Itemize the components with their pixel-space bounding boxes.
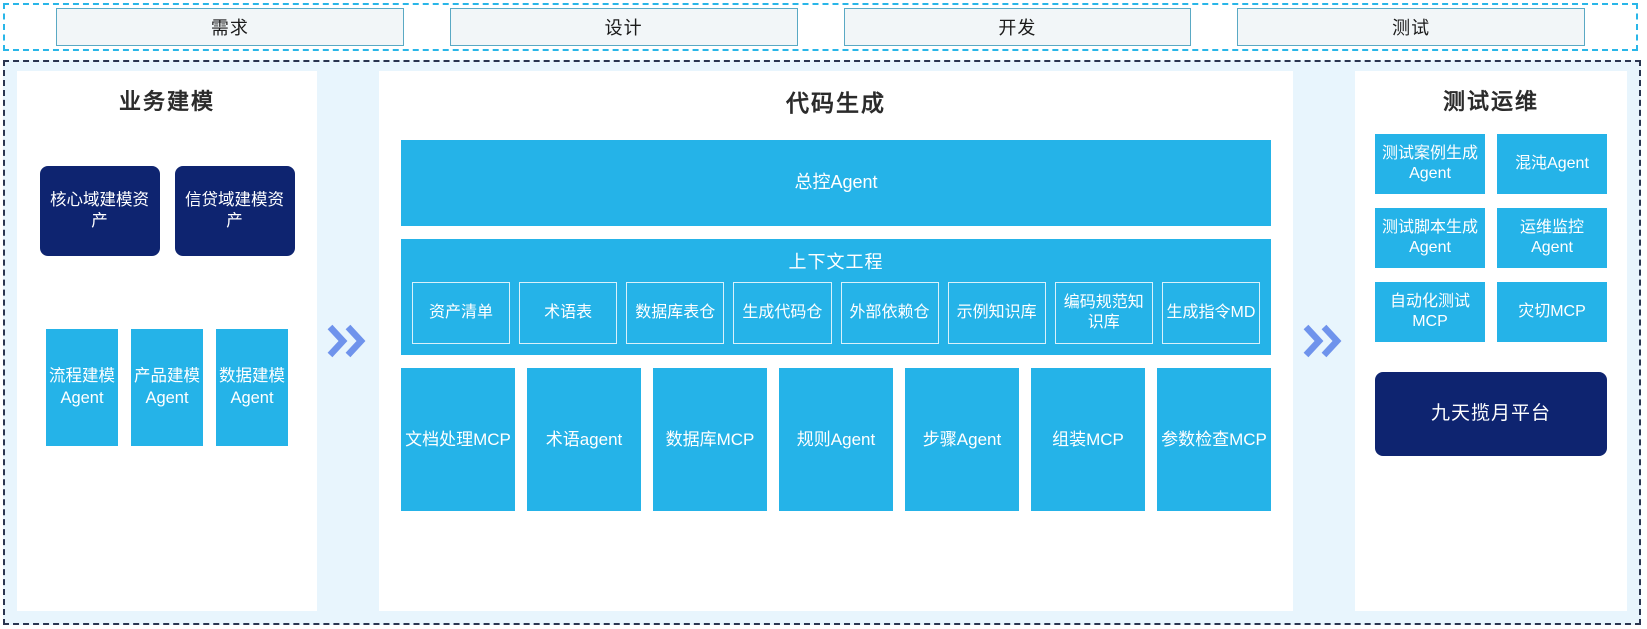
tool-step-agent[interactable]: 步骤Agent: [905, 368, 1019, 511]
tool-parameter-check-mcp[interactable]: 参数检查MCP: [1157, 368, 1271, 511]
test-operations-grid: 测试案例生成Agent 混沌Agent 测试脚本生成Agent 运维监控Agen…: [1375, 134, 1607, 342]
agent-process-modeling[interactable]: 流程建模Agent: [46, 329, 118, 446]
code-generation-tools-row: 文档处理MCP 术语agent 数据库MCP 规则Agent 步骤Agent 组…: [401, 368, 1271, 511]
agent-product-modeling[interactable]: 产品建模Agent: [131, 329, 203, 446]
agent-test-script-generation[interactable]: 测试脚本生成Agent: [1375, 208, 1485, 268]
context-item-coding-standard-kb[interactable]: 编码规范知识库: [1054, 282, 1153, 344]
agent-ops-monitoring[interactable]: 运维监控Agent: [1497, 208, 1607, 268]
double-chevron-right-icon-right: [1293, 71, 1355, 611]
business-assets-row: 核心域建模资产 信贷域建模资产: [39, 166, 295, 256]
modeling-agents-row: 流程建模Agent 产品建模Agent 数据建模Agent: [46, 329, 288, 446]
agent-chaos[interactable]: 混沌Agent: [1497, 134, 1607, 194]
panel-title-business-modeling: 业务建模: [118, 89, 215, 114]
tool-document-processing-mcp[interactable]: 文档处理MCP: [401, 368, 515, 511]
agent-data-modeling[interactable]: 数据建模Agent: [216, 329, 288, 446]
context-item-asset-list[interactable]: 资产清单: [412, 282, 511, 344]
context-item-db-table-repo[interactable]: 数据库表仓: [626, 282, 725, 344]
tool-glossary-agent[interactable]: 术语agent: [527, 368, 641, 511]
context-item-generated-code-repo[interactable]: 生成代码仓: [733, 282, 832, 344]
phase-chip-requirements[interactable]: 需求: [56, 8, 404, 46]
platform-jiutian-lanyue[interactable]: 九天揽月平台: [1375, 372, 1607, 456]
context-engineering-title: 上下文工程: [788, 252, 884, 272]
tool-database-mcp[interactable]: 数据库MCP: [653, 368, 767, 511]
tool-rule-agent[interactable]: 规则Agent: [779, 368, 893, 511]
context-engineering-items: 资产清单 术语表 数据库表仓 生成代码仓 外部依赖仓 示例知识库 编码规范知识库…: [407, 282, 1265, 344]
double-chevron-right-icon-left: [317, 71, 379, 611]
panel-code-generation: 代码生成 总控Agent 上下文工程 资产清单 术语表 数据库表仓 生成代码仓 …: [379, 71, 1293, 611]
panel-title-code-generation: 代码生成: [786, 90, 886, 116]
context-item-example-kb[interactable]: 示例知识库: [947, 282, 1046, 344]
tool-assembly-mcp[interactable]: 组装MCP: [1031, 368, 1145, 511]
context-item-external-dep-repo[interactable]: 外部依赖仓: [840, 282, 939, 344]
phase-bar: 需求 设计 开发 测试: [3, 3, 1638, 51]
agent-test-case-generation[interactable]: 测试案例生成Agent: [1375, 134, 1485, 194]
asset-core-domain-modeling[interactable]: 核心域建模资产: [39, 166, 160, 256]
phase-chip-design[interactable]: 设计: [449, 8, 798, 46]
architecture-frame: 业务建模 核心域建模资产 信贷域建模资产 流程建模Agent 产品建模Agent…: [3, 60, 1641, 625]
panel-title-test-operations: 测试运维: [1442, 89, 1539, 114]
panel-business-modeling: 业务建模 核心域建模资产 信贷域建模资产 流程建模Agent 产品建模Agent…: [17, 71, 317, 611]
mcp-disaster-switchover[interactable]: 灾切MCP: [1497, 282, 1607, 342]
context-item-generation-instruction-md[interactable]: 生成指令MD: [1161, 282, 1260, 344]
mcp-automated-testing[interactable]: 自动化测试MCP: [1375, 282, 1485, 342]
context-item-glossary[interactable]: 术语表: [519, 282, 618, 344]
phase-chip-development[interactable]: 开发: [843, 8, 1192, 46]
context-engineering-block: 上下文工程 资产清单 术语表 数据库表仓 生成代码仓 外部依赖仓 示例知识库 编…: [401, 239, 1271, 355]
master-control-agent[interactable]: 总控Agent: [401, 140, 1271, 226]
asset-credit-domain-modeling[interactable]: 信贷域建模资产: [174, 166, 295, 256]
phase-chip-testing[interactable]: 测试: [1237, 8, 1585, 46]
panel-test-operations: 测试运维 测试案例生成Agent 混沌Agent 测试脚本生成Agent 运维监…: [1355, 71, 1627, 611]
